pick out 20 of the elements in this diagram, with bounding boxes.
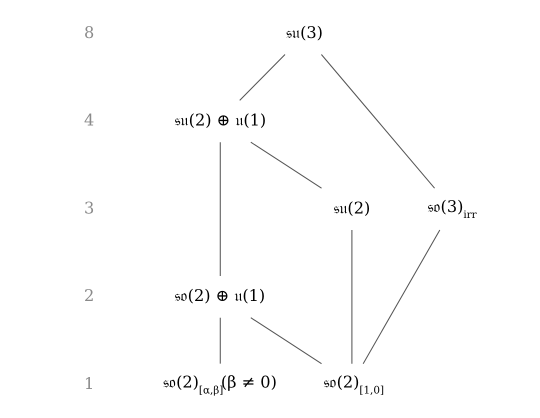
node-text: 𝔰𝔬(3)$_{irr}$ <box>427 197 476 222</box>
connector <box>362 230 440 364</box>
connector <box>219 142 220 276</box>
label: 4 <box>84 110 94 130</box>
node-text: 𝔰𝔲(2) <box>332 198 370 218</box>
node-text: 𝔰𝔬(2)$_{[1,0]}$ <box>323 372 384 397</box>
label: 3 <box>84 198 94 218</box>
node-text: 𝔰𝔬(2)$_{[α,β]}$(β ≠ 0) <box>162 372 276 397</box>
node-text: 𝔰𝔬(2) ⊕ 𝔲(1) <box>174 286 265 306</box>
label: 8 <box>84 22 94 42</box>
node-text: 𝔰𝔲(3) <box>286 22 322 42</box>
connector <box>320 54 434 189</box>
node-text: 𝔰𝔲(2) ⊕ 𝔲(1) <box>174 110 266 130</box>
connector <box>238 54 285 101</box>
connector <box>219 318 220 364</box>
label: 1 <box>84 374 94 393</box>
connector <box>250 317 322 364</box>
connector <box>350 230 352 364</box>
connector <box>250 142 322 189</box>
label: 2 <box>84 286 94 306</box>
